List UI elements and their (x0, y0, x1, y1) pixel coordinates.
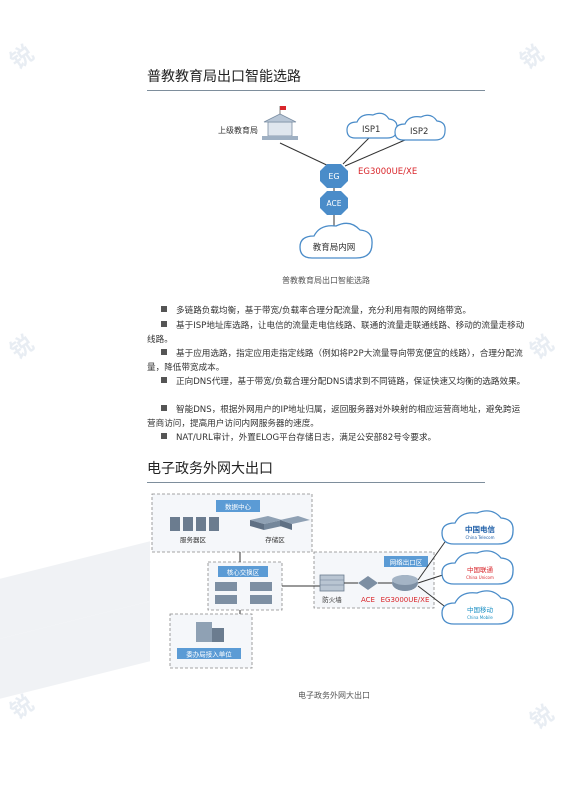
bullet-icon (161, 306, 167, 312)
building-icon (262, 106, 298, 140)
paragraph-1: 多链路负载均衡，基于带宽/负载率合理分配流量，充分利用有限的网络带宽。 (147, 304, 527, 318)
bullet-icon (161, 377, 167, 383)
unicom-english: China Unicom (466, 575, 494, 580)
paragraph-5: 智能DNS，根据外网用户的IP地址归属，返回服务器对外映射的相应运营商地址，避免… (147, 405, 521, 429)
switch-icon (215, 582, 272, 604)
mobile-english: China Mobile (467, 615, 493, 620)
figure-caption-smart-routing: 普教教育局出口智能选路 (282, 276, 370, 285)
storage-area-label: 存储区 (265, 535, 285, 544)
eg-node-icon (320, 164, 348, 188)
eg-model-label: EG3000UE/XE (358, 167, 417, 177)
unicom-cloud-icon (441, 550, 514, 585)
watermark: 锐 (526, 331, 559, 365)
server-area-label: 服务器区 (180, 535, 207, 544)
ace-label: ACE (327, 199, 342, 208)
figure-caption-egov-egress: 电子政务外网大出口 (298, 691, 370, 700)
upper-bureau-label: 上级教育局 (218, 125, 258, 135)
ace-node-icon (320, 191, 348, 215)
telecom-cloud-icon (441, 510, 514, 545)
ace-device-label: ACE (361, 596, 375, 604)
smart-routing-diagram: 上级教育局 ISP1 ISP2 EG EG3000UE/XE ACE 教育局内网 (218, 106, 446, 259)
title-underline (147, 90, 485, 91)
storage-icon (250, 516, 310, 530)
egress-area-label: 网络出口区 (390, 558, 423, 567)
paragraph-4: 正向DNS代理，基于带宽/负载合理分配DNS请求到不同链路，保证快速又均衡的选路… (147, 375, 527, 389)
telecom-english: China Telecom (465, 535, 494, 540)
server-rack-icon (170, 517, 219, 531)
cloud-icon (394, 114, 446, 141)
eg-label: EG (328, 172, 339, 181)
datacenter-label: 数据中心 (225, 502, 252, 511)
bullet-icon (161, 433, 167, 439)
router-icon (392, 575, 418, 591)
section-title-egov-egress: 电子政务外网大出口 (147, 461, 273, 477)
eg-device-label: EG3000UE/XE (381, 596, 430, 604)
isp1-label: ISP1 (362, 125, 380, 135)
commission-label: 委办局接入单位 (186, 650, 232, 659)
watermark: 锐 (6, 331, 39, 365)
bullet-icon (161, 405, 167, 411)
isp2-label: ISP2 (410, 127, 428, 137)
watermark: 锐 (516, 41, 549, 75)
core-switch-label: 核心交换区 (227, 568, 260, 577)
paragraph-2: 基于ISP地址库选路，让电信的流量走电信线路、联通的流量走联通线路、移动的流量走… (147, 321, 525, 345)
paragraph-6: NAT/URL审计，外置ELOG平台存储日志，满足公安部82号令要求。 (147, 431, 527, 445)
ace-device-icon (358, 576, 378, 590)
bullet-icon (161, 321, 167, 327)
intranet-label: 教育局内网 (313, 242, 356, 253)
cloud-icon (299, 222, 373, 259)
telecom-name: 中国电信 (465, 524, 495, 534)
mobile-name: 中国移动 (467, 605, 494, 614)
firewall-label: 防火墙 (322, 595, 342, 604)
section-title-smart-routing: 普教教育局出口智能选路 (147, 69, 301, 85)
firewall-icon (319, 574, 345, 592)
mobile-cloud-icon (441, 590, 514, 625)
bullet-icon (161, 349, 167, 355)
unicom-name: 中国联通 (467, 565, 494, 574)
watermark: 锐 (526, 701, 559, 735)
egov-egress-diagram: 数据中心 服务器区 存储区 核心交换区 委办局接入单位 网络出口区 (151, 493, 514, 669)
watermark: 锐 (6, 41, 39, 75)
building-icon (196, 622, 224, 642)
title-underline (147, 482, 485, 483)
paragraph-3: 基于应用选路，指定应用走指定线路（例如将P2P大流量导向带宽便宜的线路），合理分… (147, 349, 523, 373)
